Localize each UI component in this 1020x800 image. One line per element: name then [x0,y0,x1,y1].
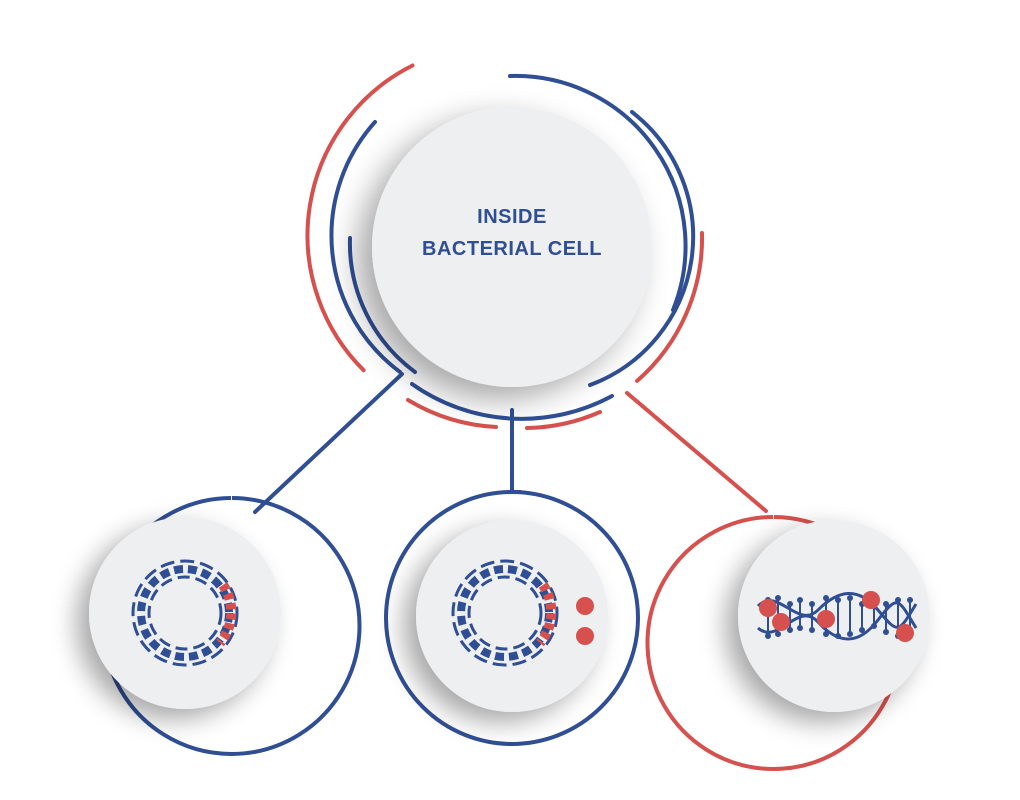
main-bottom-red-arc [406,398,498,429]
main-navy-arc-top [508,73,688,312]
connector-left [253,372,404,514]
main-right-red-arc [635,231,705,383]
red-particle [896,624,914,642]
red-particle [817,610,835,628]
circular-dna-icon [131,559,239,667]
connector-center [510,408,522,494]
red-particle-top [576,597,594,615]
linear-dna-particles-icon [756,591,918,642]
main-navy-arc-inner-right [588,110,696,387]
child-node-right [645,515,930,771]
main-navy-arc-inner-left [347,236,417,374]
red-particle [862,591,880,609]
main-title-line1: INSIDE [477,206,547,228]
main-navy-arc-left [329,120,402,374]
red-particle [772,613,790,631]
child-center-ring [384,490,640,746]
child-left-disc [89,517,281,709]
main-title-line2: BACTERIAL CELL [422,238,602,260]
main-bottom-red-arc-2 [525,410,602,430]
main-node: INSIDE BACTERIAL CELL [305,63,705,430]
main-outer-red-arc [305,63,415,373]
connector-right [625,391,768,513]
child-node-center [384,490,640,746]
child-node-left [89,496,362,756]
circular-dna-particles-icon [451,559,594,667]
red-particle-bottom [576,627,594,645]
main-navy-arc-bottom [410,382,614,421]
red-particle [759,599,777,617]
child-center-disc [416,520,608,712]
main-disc [372,107,652,387]
